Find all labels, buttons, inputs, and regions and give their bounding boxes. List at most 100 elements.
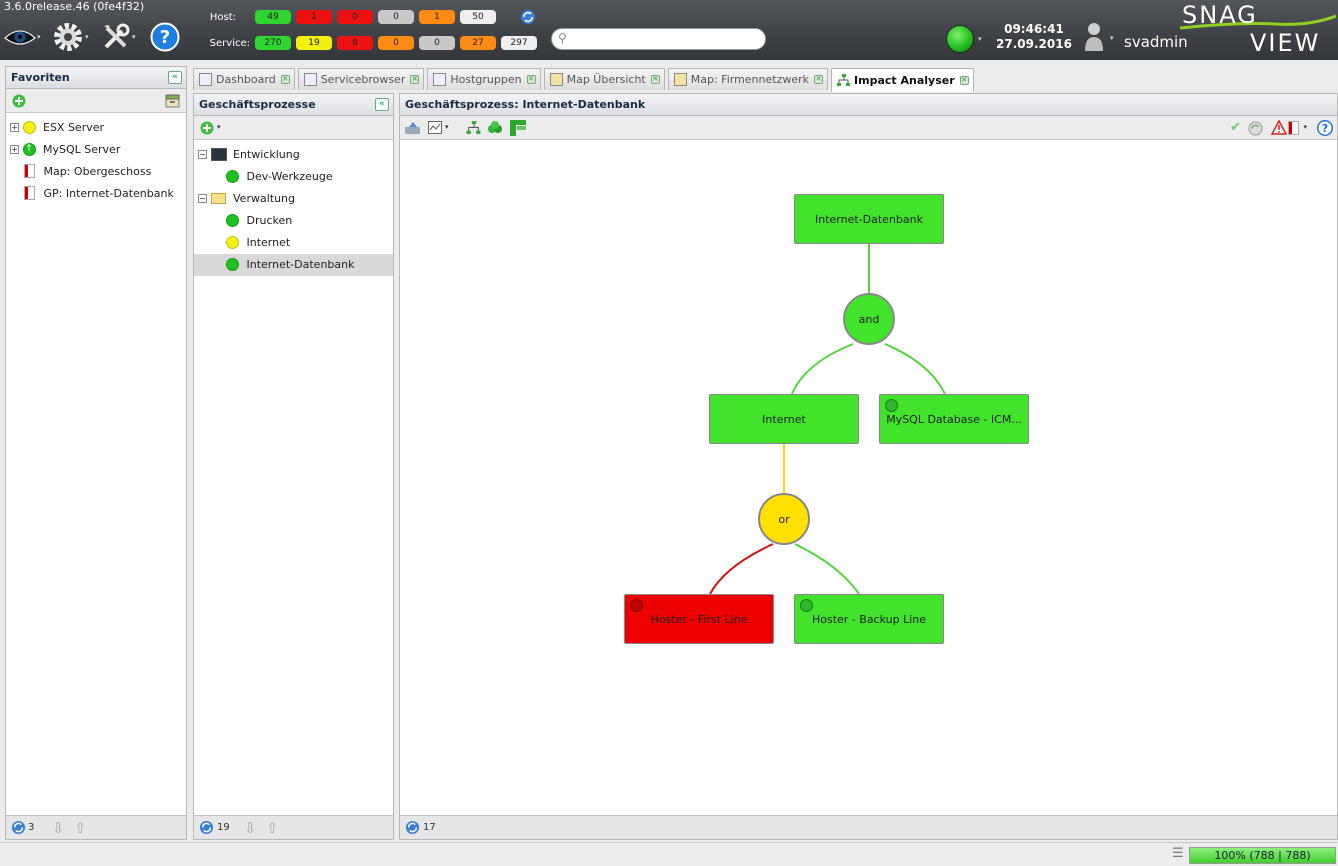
tree-item-internet-datenbank[interactable]: Internet-Datenbank [194,254,393,276]
tree-view-icon[interactable] [466,121,481,135]
arrow-down-icon[interactable]: ⇩ [244,819,257,837]
hierarchy-icon[interactable] [510,120,526,136]
help-icon[interactable]: ? [1317,120,1333,136]
ok-status-icon [226,257,239,271]
export-icon[interactable] [405,121,420,135]
close-icon[interactable]: ✕ [814,75,824,84]
processes-count: 19 [217,822,230,833]
main-toolbar: ▾ ✔ ▾ ? [400,116,1337,140]
archive-icon[interactable] [165,93,180,108]
arrow-up-icon[interactable]: ⇧ [74,819,87,837]
favorite-item-esx-server[interactable]: + ESX Server [6,117,186,139]
search-icon: ⚲ [558,31,567,45]
chevron-down-icon[interactable]: ▾ [445,123,449,131]
help-icon: ? [150,22,180,52]
collapse-processes-button[interactable]: « [375,98,389,111]
hierarchy-icon [837,74,851,87]
tree-item-drucken[interactable]: Drucken [194,210,393,232]
search-input[interactable] [574,31,759,47]
snagview-logo: SNAG VIEW [1179,1,1337,57]
chevron-down-icon[interactable]: ▾ [1303,123,1307,131]
graph-node-hoster-backup-line[interactable]: Hoster - Backup Line [794,594,944,644]
top-bar: 3.6.0release.46 (0fe4f32) ▾ ▾ ▾ ? Host: … [0,0,1338,60]
service-count-problems[interactable]: 27 [460,36,496,50]
tab-dashboard[interactable]: Dashboard✕ [193,68,295,90]
favorite-item-gp-internet-datenbank[interactable]: GP: Internet-Datenbank [6,183,186,205]
user-menu-chevron-icon[interactable]: ▾ [1110,34,1114,42]
tab-servicebrowser[interactable]: Servicebrowser✕ [297,68,425,90]
tab-map-uebersicht[interactable]: Map Übersicht✕ [543,68,665,90]
settings-menu-button[interactable]: ▾ [52,20,89,54]
user-avatar-icon[interactable] [1083,20,1105,52]
cluster-icon[interactable] [488,121,502,135]
favorite-item-map-obergeschoss[interactable]: Map: Obergeschoss [6,161,186,183]
host-count-unreachable[interactable]: 0 [337,10,373,24]
tab-map-firmennetzwerk[interactable]: Map: Firmennetzwerk✕ [667,68,829,90]
tools-icon [104,23,130,49]
processes-header: Geschäftsprozesse « [194,94,393,116]
collapse-icon[interactable]: − [198,193,207,203]
graph-gate-or[interactable]: or [758,493,810,545]
graph-node-internet[interactable]: Internet [709,394,859,444]
host-label: Host: [209,12,236,23]
tree-group-entwicklung[interactable]: − Entwicklung [194,144,393,166]
host-count-problems[interactable]: 1 [419,10,455,24]
servicebrowser-icon [303,73,317,86]
overall-status-indicator[interactable] [946,25,974,53]
service-count-pending[interactable]: 0 [419,36,455,50]
host-count-total[interactable]: 50 [460,10,496,24]
refresh-icon[interactable] [199,820,214,835]
check-icon[interactable]: ✔ [1230,120,1241,135]
list-icon[interactable]: ☰ [1172,846,1184,861]
layout-icon[interactable] [428,121,442,134]
map-icon[interactable] [1288,121,1299,135]
expand-icon[interactable]: + [10,122,19,132]
close-icon[interactable]: ✕ [959,76,969,85]
expand-icon[interactable]: + [10,144,19,154]
close-icon[interactable]: ✕ [650,75,660,84]
refresh-icon[interactable] [520,9,536,25]
map-icon [24,164,35,178]
chevron-down-icon[interactable]: ▾ [978,35,982,43]
username[interactable]: svadmin [1124,33,1188,51]
view-menu-button[interactable]: ▾ [4,20,41,54]
arrow-up-icon[interactable]: ⇧ [266,819,279,837]
reload-icon[interactable] [1248,121,1263,136]
chevron-down-icon[interactable]: ▾ [217,123,221,131]
search-field[interactable]: ⚲ [551,28,766,50]
tree-item-dev-werkzeuge[interactable]: Dev-Werkzeuge [194,166,393,188]
add-process-icon[interactable] [200,121,214,135]
arrow-down-icon[interactable]: ⇩ [52,819,65,837]
refresh-icon[interactable] [11,820,26,835]
service-count-warning[interactable]: 19 [296,36,332,50]
close-icon[interactable]: ✕ [280,75,290,84]
service-count-critical[interactable]: 8 [337,36,373,50]
service-count-total[interactable]: 297 [501,36,537,50]
host-count-down[interactable]: 1 [296,10,332,24]
node-label: MySQL Database - ICM... [886,412,1022,426]
tools-menu-button[interactable]: ▾ [101,20,136,54]
warning-status-icon [22,120,36,134]
tree-group-verwaltung[interactable]: − Verwaltung [194,188,393,210]
service-count-unknown[interactable]: 0 [378,36,414,50]
service-count-ok[interactable]: 270 [255,36,291,50]
warning-icon[interactable] [1271,120,1287,135]
close-icon[interactable]: ✕ [410,75,420,84]
add-favorite-icon[interactable] [12,94,26,108]
close-icon[interactable]: ✕ [526,75,536,84]
refresh-icon[interactable] [405,820,420,835]
help-button[interactable]: ? [150,20,180,54]
graph-node-hoster-first-line[interactable]: Hoster - First Line [624,594,774,644]
graph-node-mysql-database[interactable]: MySQL Database - ICM... [879,394,1029,444]
graph-node-internet-datenbank[interactable]: Internet-Datenbank [794,194,944,244]
tab-hostgruppen[interactable]: Hostgruppen✕ [427,68,541,90]
host-count-pending[interactable]: 0 [378,10,414,24]
graph-gate-and[interactable]: and [843,293,895,345]
tab-impact-analyser[interactable]: Impact Analyser✕ [831,68,974,92]
collapse-icon[interactable]: − [198,149,207,159]
host-count-up[interactable]: 49 [255,10,291,24]
collapse-favorites-button[interactable]: « [168,71,182,84]
favorites-header: Favoriten « [6,67,186,89]
tree-item-internet[interactable]: Internet [194,232,393,254]
favorite-item-mysql-server[interactable]: + ↑ MySQL Server [6,139,186,161]
